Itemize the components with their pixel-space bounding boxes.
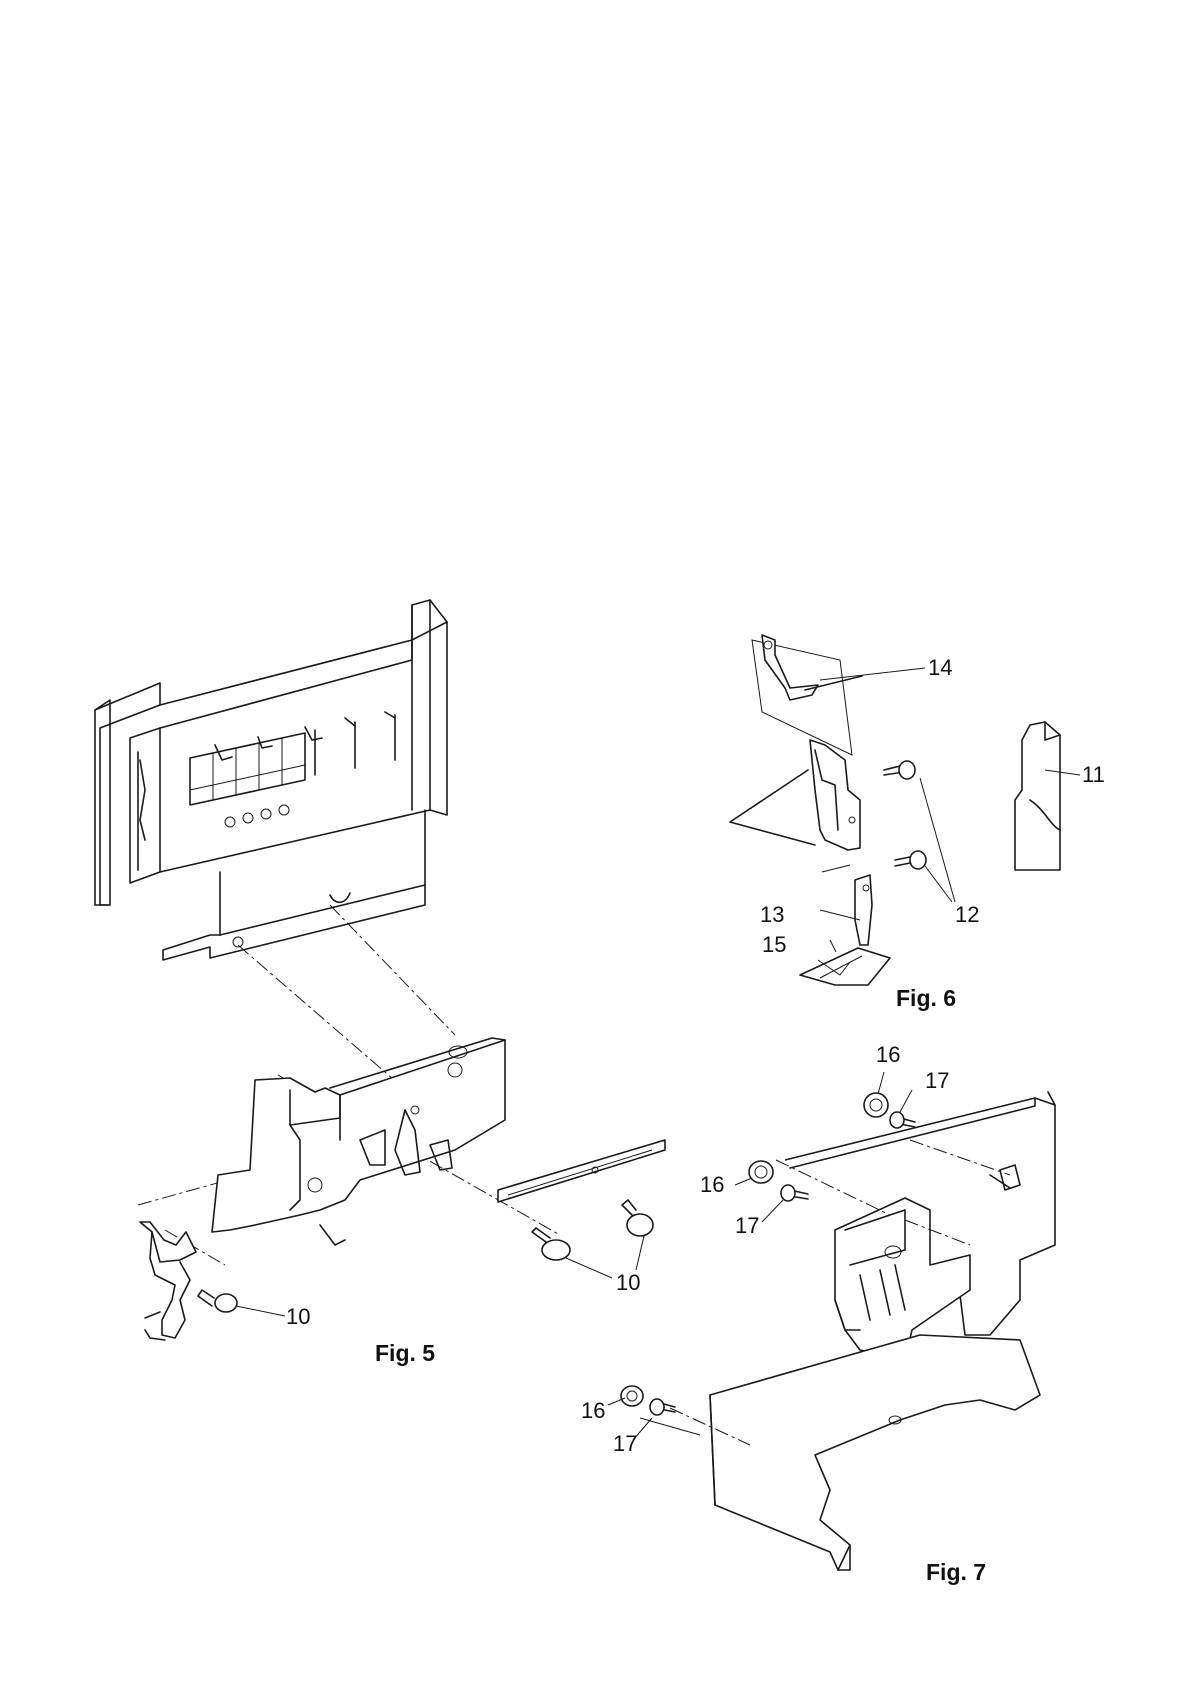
fig6-callout-11: 11 — [1082, 762, 1105, 787]
fig5-lower-mechanism — [212, 1038, 505, 1245]
fig7-callout-16-mid: 16 — [700, 1172, 724, 1197]
fig7-callout-17-top: 17 — [925, 1068, 949, 1093]
fig7-callout-16-top: 16 — [876, 1042, 900, 1067]
fig5-screw-b — [532, 1228, 570, 1260]
fig5-screw-c — [622, 1200, 653, 1236]
fig7-assembly — [608, 1072, 1055, 1570]
fig6-callout-14: 14 — [928, 655, 952, 680]
fig5-upper-frame — [95, 600, 447, 960]
fig6-callout-12: 12 — [955, 902, 979, 927]
fig5-assembly — [95, 600, 665, 1340]
fig5-left-lever — [140, 1222, 196, 1340]
fig7-callout-17-mid: 17 — [735, 1213, 759, 1238]
fig7-title: Fig. 7 — [926, 1559, 986, 1585]
fig5-callout-10-left: 10 — [286, 1304, 310, 1329]
fig5-strip — [498, 1140, 665, 1202]
fig6-title: Fig. 6 — [896, 985, 956, 1011]
fig7-callout-16-bottom: 16 — [581, 1398, 605, 1423]
fig5-callout-10-right: 10 — [616, 1270, 640, 1295]
fig5-screw-a — [198, 1290, 237, 1312]
fig7-callout-17-bottom: 17 — [613, 1431, 637, 1456]
fig6-callout-15: 15 — [762, 932, 786, 957]
fig6-callout-13: 13 — [760, 902, 784, 927]
fig5-title: Fig. 5 — [375, 1340, 435, 1366]
